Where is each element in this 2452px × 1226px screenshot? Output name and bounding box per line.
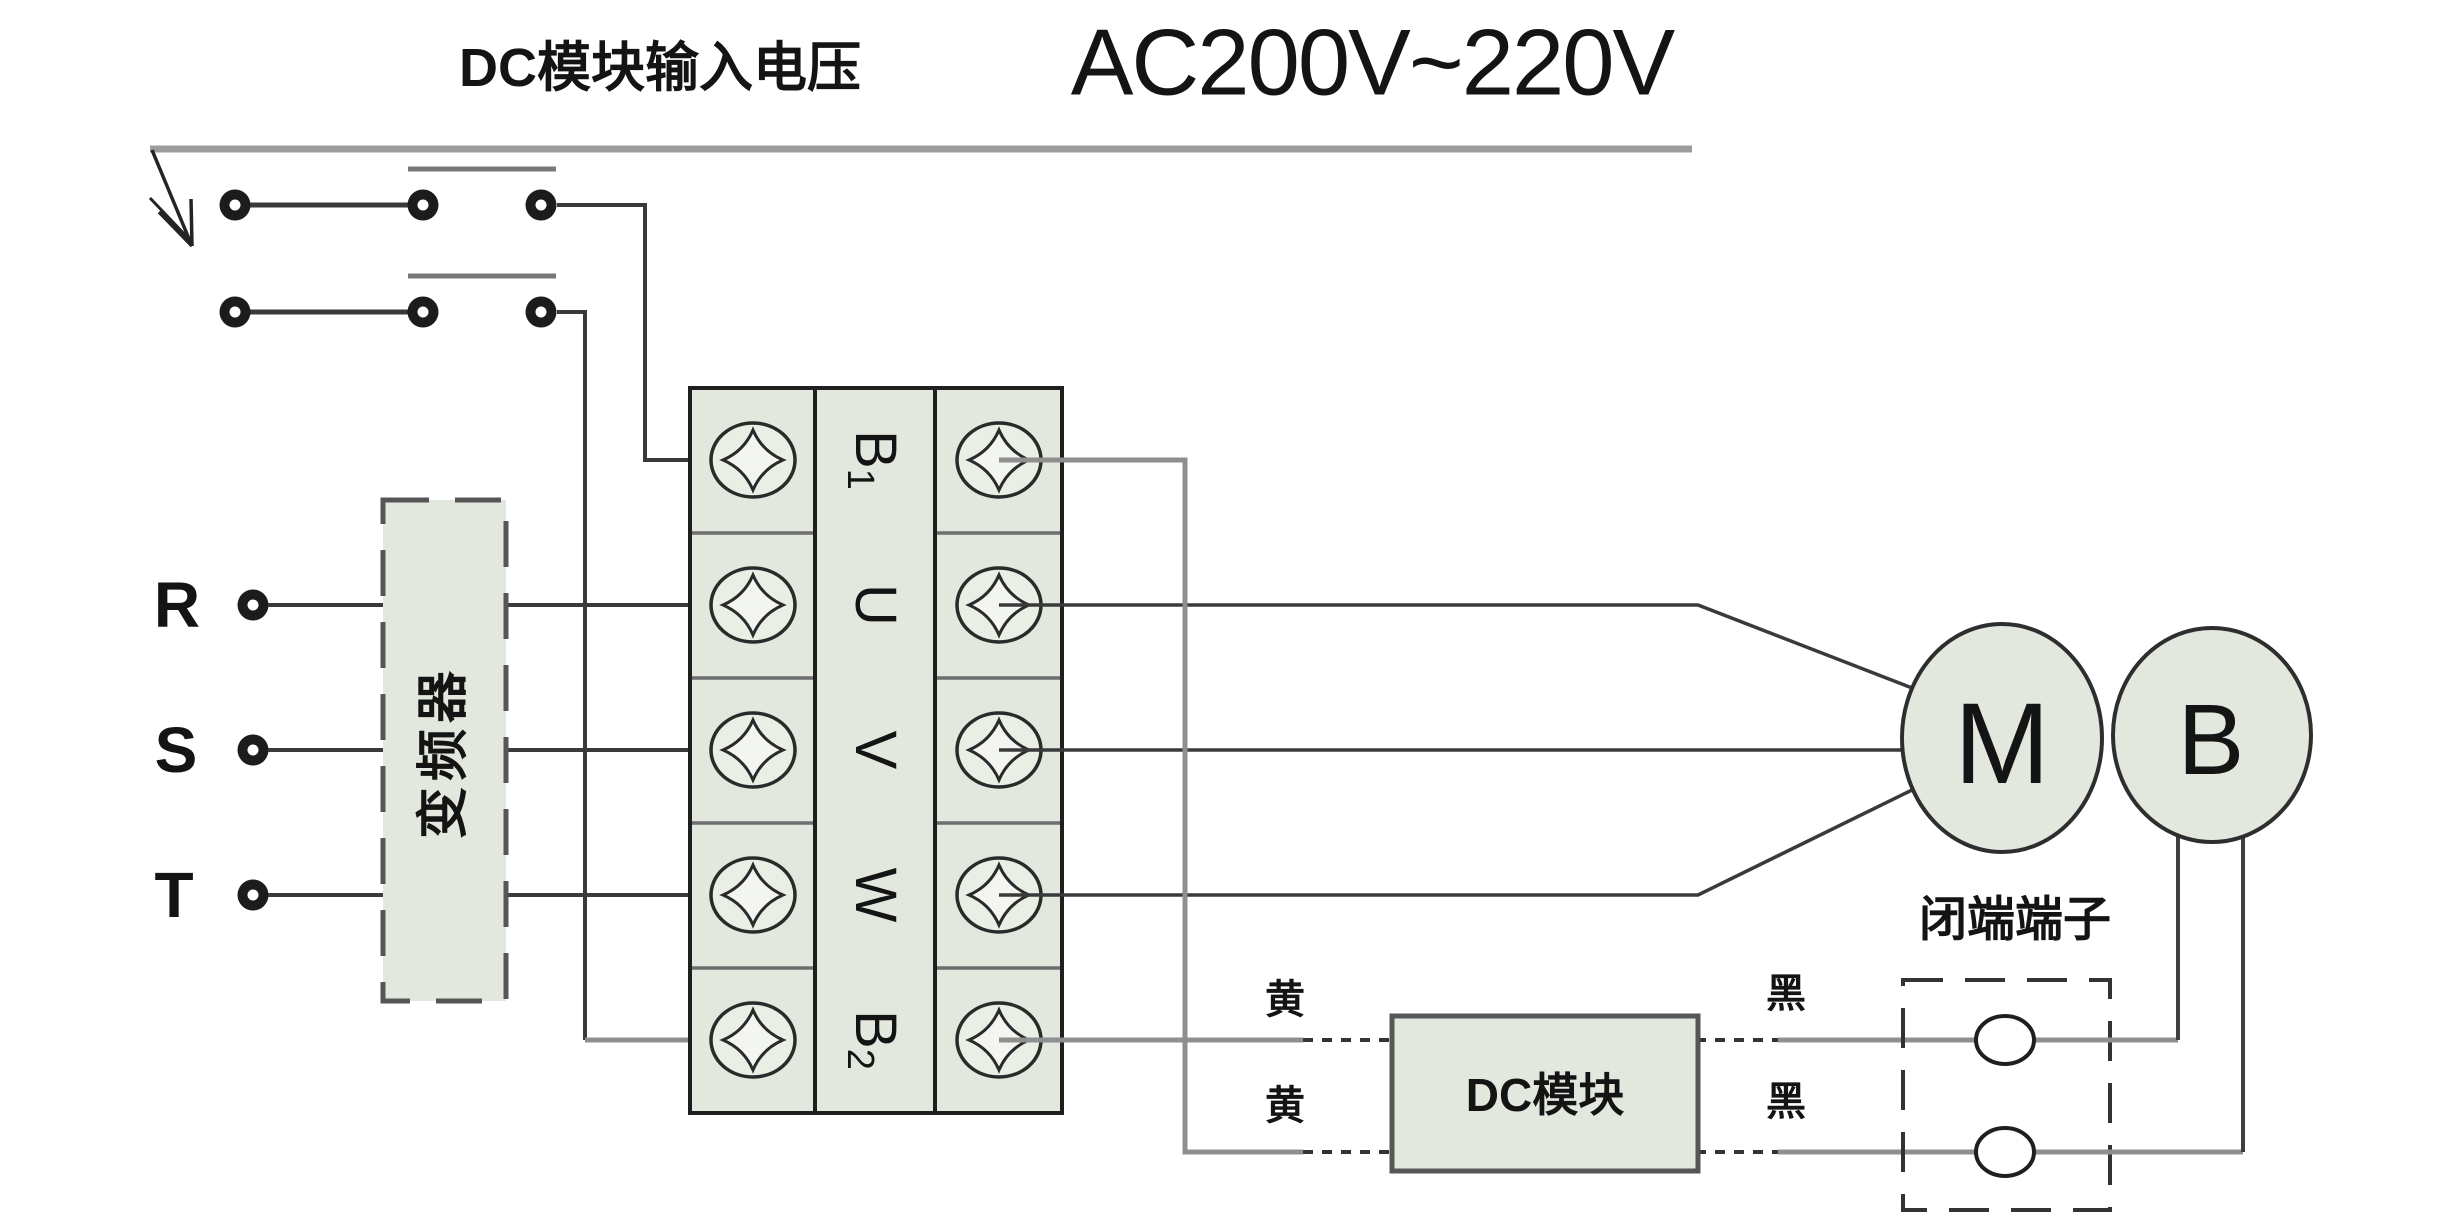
terminal-label-s: S — [155, 714, 198, 786]
power-switch — [219, 166, 557, 328]
dc-input-voltage-title: DC模块输入电压 — [459, 38, 861, 98]
row-label-w: W — [844, 868, 909, 923]
terminal-label-r: R — [154, 569, 200, 641]
wire-switch-to-b2-vertical — [557, 310, 587, 1040]
input-terminal-dot-r — [237, 589, 269, 621]
power-input-terminals: R S T — [154, 569, 269, 931]
motor-label: M — [1954, 680, 2050, 808]
voltage-probe-arrow-icon — [148, 149, 194, 248]
closed-end-terminal-lower — [1974, 1126, 2036, 1178]
closed-end-terminals-box — [1901, 978, 2112, 1212]
row-label-u: U — [844, 584, 909, 626]
motor-wires — [999, 603, 1913, 897]
switch-contact — [219, 189, 251, 221]
brake-label: B — [2178, 684, 2245, 796]
wire-b1-to-dc-module — [999, 457, 1303, 1155]
dc-module-box — [1389, 1013, 1701, 1174]
closed-end-terminal-upper — [1974, 1014, 2036, 1066]
row-label-b1: B1 — [839, 430, 909, 490]
dc-module-output-wires — [1778, 1037, 1977, 1155]
input-wires — [268, 603, 753, 897]
switch-contact — [219, 296, 251, 328]
inverter-box — [380, 497, 509, 1004]
terminal-row-labels: B1 U V W B2 — [839, 430, 909, 1070]
wire-label-black-upper: 黑 — [1766, 972, 1806, 1016]
terminal-label-t: T — [154, 859, 193, 931]
ac-voltage-title: AC200V~220V — [1071, 10, 1676, 115]
wire-label-yellow-upper: 黄 — [1265, 978, 1305, 1022]
wire-label-yellow-lower: 黄 — [1265, 1084, 1305, 1128]
inverter-label: 变频器 — [415, 665, 473, 839]
input-terminal-dot-s — [237, 734, 269, 766]
wire-label-black-lower: 黑 — [1766, 1080, 1806, 1124]
row-label-v: V — [844, 731, 909, 770]
closed-end-terminals-label: 闭端端子 — [1919, 894, 2111, 947]
terminal-block: B1 U V W B2 — [688, 386, 1064, 1115]
row-label-b2: B2 — [839, 1010, 909, 1070]
dc-module-lead-dashes — [1303, 1038, 1778, 1154]
switch-contact — [407, 189, 439, 221]
brake-circle — [2111, 626, 2313, 844]
row-dividers — [692, 531, 1060, 970]
switch-contact — [525, 189, 557, 221]
switch-contact — [525, 296, 557, 328]
dc-module-label: DC模块 — [1466, 1069, 1624, 1121]
switch-contact — [407, 296, 439, 328]
input-terminal-dot-t — [237, 879, 269, 911]
brake-lead-verticals — [2176, 836, 2245, 1152]
closed-end-wires — [2034, 1037, 2243, 1155]
motor-circle — [1900, 622, 2104, 854]
